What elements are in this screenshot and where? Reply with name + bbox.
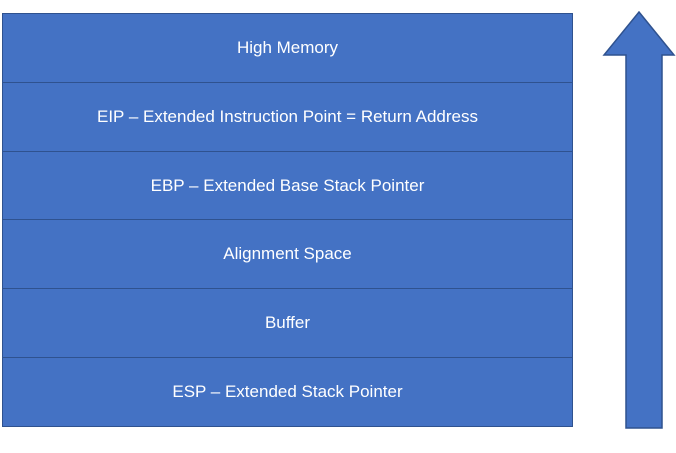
memory-stack-diagram: High Memory EIP – Extended Instruction P… [2, 13, 573, 427]
stack-layer-alignment-space: Alignment Space [3, 220, 572, 290]
stack-layer-esp: ESP – Extended Stack Pointer [3, 358, 572, 426]
stack-layer-eip: EIP – Extended Instruction Point = Retur… [3, 82, 572, 152]
stack-layer-buffer: Buffer [3, 289, 572, 359]
stack-layer-high-memory: High Memory [3, 14, 572, 83]
stack-layer-ebp: EBP – Extended Base Stack Pointer [3, 151, 572, 221]
arrow-up-icon [602, 11, 676, 429]
